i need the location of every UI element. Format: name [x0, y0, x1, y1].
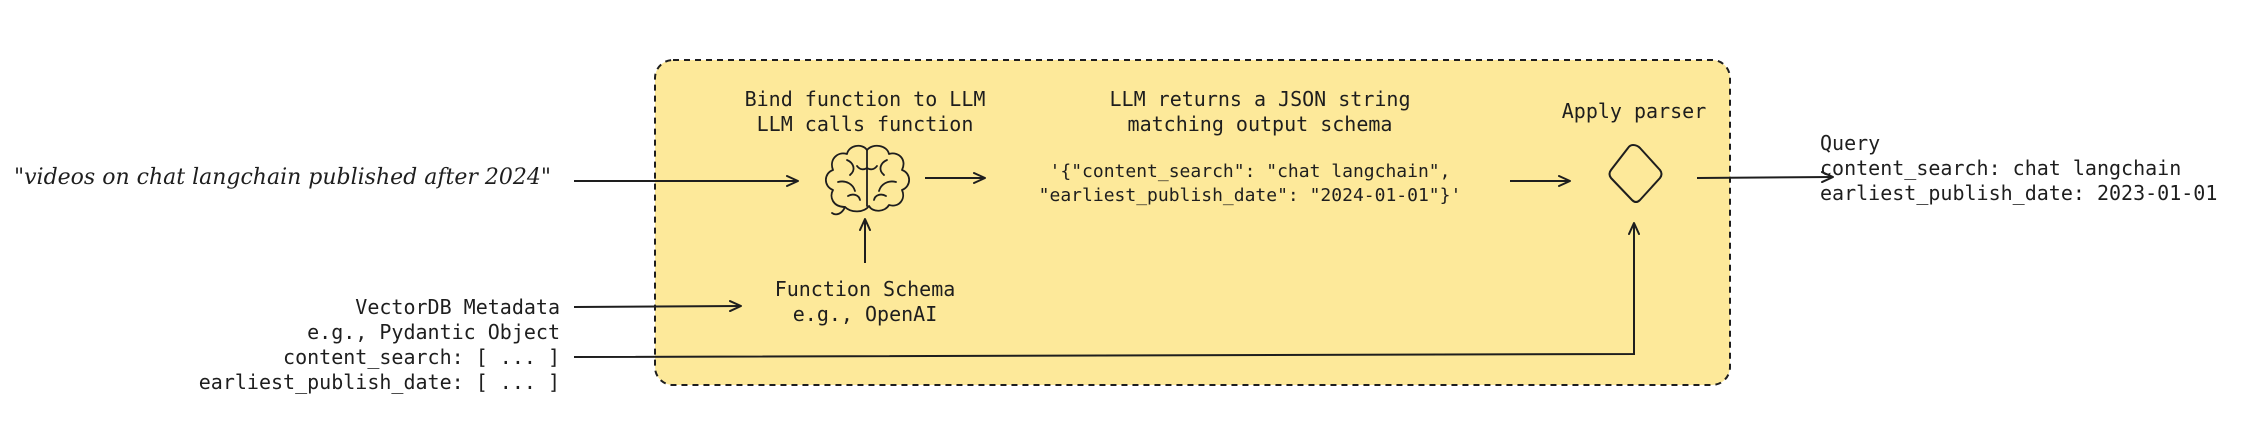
metadata-content-search: content_search: [ ... ]: [283, 345, 560, 369]
metadata-title: VectorDB Metadata: [355, 295, 560, 319]
input-query-text: "videos on chat langchain published afte…: [14, 165, 551, 190]
arrow-metadata-to-schema: [573, 300, 742, 313]
json-string-output: '{"content_search": "chat langchain", "e…: [1010, 160, 1490, 208]
output-query-title: Query: [1820, 131, 1881, 155]
output-query-earliest-date: earliest_publish_date: 2023-01-01: [1820, 181, 2218, 205]
function-schema-line1: Function Schema: [774, 277, 956, 301]
apply-parser-label: Apply parser: [1561, 99, 1707, 123]
bind-step-line1: Bind function to LLM: [744, 87, 986, 111]
metadata-example: e.g., Pydantic Object: [307, 320, 560, 344]
metadata-earliest-date: earliest_publish_date: [ ... ]: [198, 370, 560, 394]
json-string-line1: '{"content_search": "chat langchain",: [1049, 161, 1451, 182]
metadata-block: VectorDB Metadata e.g., Pydantic Object …: [199, 295, 560, 395]
llm-returns-line1: LLM returns a JSON string: [1109, 87, 1411, 111]
arrow-metadata-to-parser: [573, 222, 1640, 358]
function-schema-line2: e.g., OpenAI: [792, 302, 938, 326]
diamond-parser-icon: [1608, 144, 1663, 203]
json-string-line2: "earliest_publish_date": "2024-01-01"}': [1038, 185, 1462, 206]
llm-returns-line2: matching output schema: [1127, 112, 1393, 136]
bind-step-label: Bind function to LLM LLM calls function: [720, 87, 1010, 137]
brain-icon: [824, 144, 911, 216]
output-query-content-search: content_search: chat langchain: [1820, 156, 2182, 180]
arrow-parser-to-output: [1696, 171, 1834, 184]
output-query-block: Query content_search: chat langchain ear…: [1820, 131, 2217, 206]
bind-step-line2: LLM calls function: [756, 112, 974, 136]
function-schema-label: Function Schema e.g., OpenAI: [740, 277, 990, 327]
llm-returns-label: LLM returns a JSON string matching outpu…: [1060, 87, 1460, 137]
pipeline-panel: [654, 59, 1731, 386]
